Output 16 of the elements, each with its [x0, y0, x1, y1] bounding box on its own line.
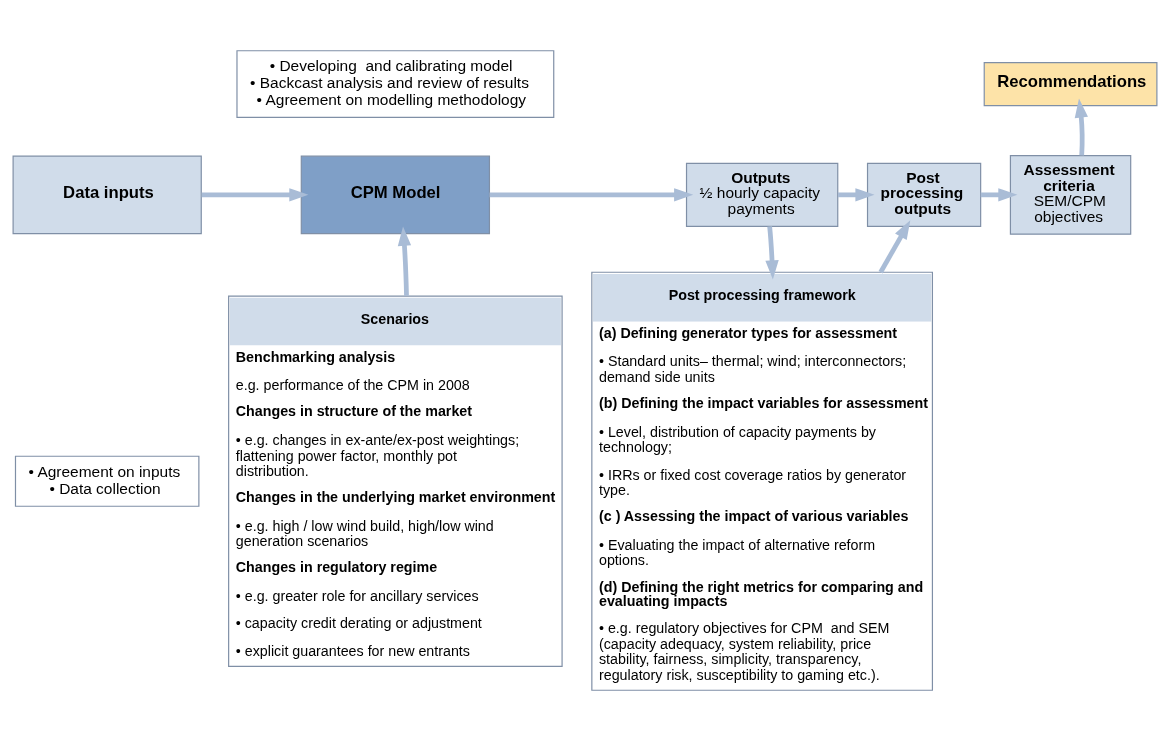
- arrow: [838, 187, 875, 202]
- node-box: CPM Model: [300, 155, 491, 234]
- node-box: Outputs ½ hourly capacity payments: [685, 162, 839, 227]
- arrow: [765, 225, 779, 279]
- arrow: [397, 226, 412, 296]
- node-box: Assessment criteria SEM/CPM objectives: [1009, 154, 1132, 235]
- arrow: [878, 219, 911, 273]
- node-box: Post processing outputs: [866, 162, 982, 227]
- node-box: • Developing and calibrating model • Backcast analysis and review of results • Agreement on modelling methodology: [236, 49, 555, 118]
- arrow: [980, 187, 1018, 202]
- node-box: Data inputs: [12, 155, 202, 234]
- arrow: [201, 187, 309, 202]
- arrow: [489, 187, 694, 202]
- node-box: Recommendations: [983, 61, 1158, 106]
- node-box: • Agreement on inputs • Data collection: [14, 455, 200, 507]
- arrow: [1074, 98, 1088, 155]
